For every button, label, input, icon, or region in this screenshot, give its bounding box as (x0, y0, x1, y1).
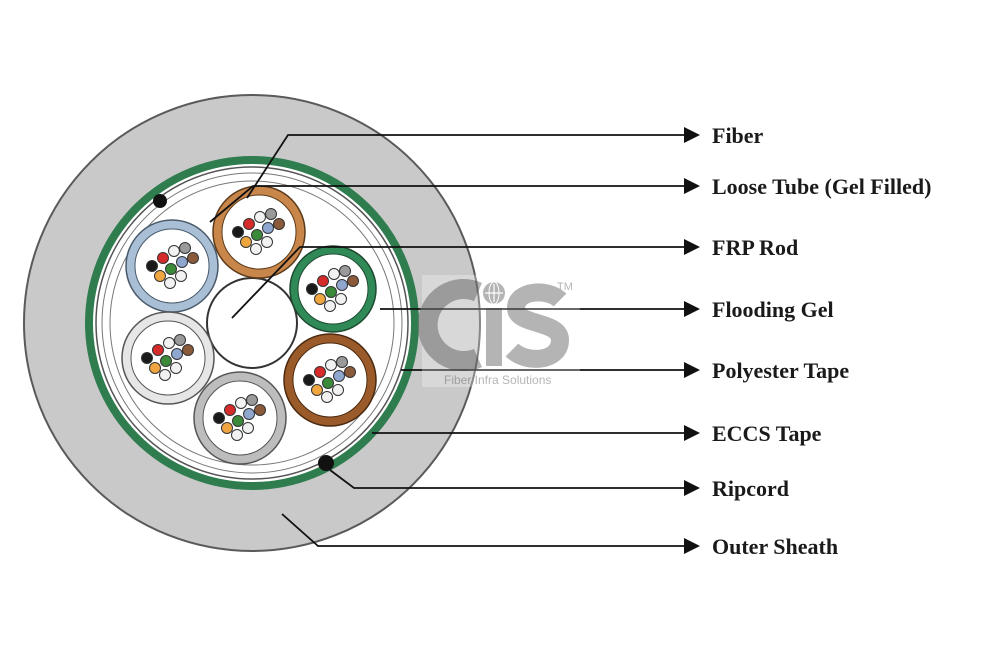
flooding-gel-boundary (101, 172, 403, 474)
label-eccs-tape: ECCS Tape (712, 421, 822, 446)
loose-tube-green (289, 245, 377, 333)
arrow-loose-tube (684, 178, 700, 194)
loose-tube-blue (125, 219, 219, 313)
label-loose-tube: Loose Tube (Gel Filled) (712, 174, 931, 199)
watermark-trademark: TM (557, 281, 573, 293)
polyester-tape (95, 166, 409, 480)
arrow-polyester-tape (684, 362, 700, 378)
label-frp-rod: FRP Rod (712, 235, 798, 260)
watermark-letter-c (417, 279, 482, 371)
loose-tube-white (121, 311, 215, 405)
ripcord-top (153, 194, 167, 208)
arrow-flooding-gel (684, 301, 700, 317)
label-outer-sheath: Outer Sheath (712, 534, 838, 559)
arrow-eccs-tape (684, 425, 700, 441)
leader-frp-rod (231, 246, 688, 319)
frp-rod (206, 277, 298, 369)
leader-outer-sheath (281, 513, 688, 547)
label-fiber: Fiber (712, 123, 764, 148)
watermark-letter-i (486, 308, 502, 366)
label-flooding-gel: Flooding Gel (712, 297, 834, 322)
arrow-ripcord (684, 480, 700, 496)
arrow-fiber (684, 127, 700, 143)
ripcord-bottom (318, 455, 334, 471)
arrow-outer-sheath (684, 538, 700, 554)
globe-icon (483, 281, 505, 305)
loose-tube-orange (212, 185, 306, 279)
leader-fiber (246, 134, 688, 199)
label-polyester-tape: Polyester Tape (712, 358, 849, 383)
arrow-frp-rod (684, 239, 700, 255)
label-ripcord: Ripcord (712, 476, 789, 501)
watermark-letter-s (505, 283, 570, 368)
watermark-tagline: Fiber Infra Solutions (444, 373, 551, 387)
leader-loose-tube (209, 185, 688, 223)
loose-tube-gray (193, 371, 287, 465)
watermark-logo: TM Fiber Infra Solutions (417, 275, 580, 387)
loose-tube-brown (283, 333, 377, 427)
leader-ripcord (329, 469, 688, 489)
